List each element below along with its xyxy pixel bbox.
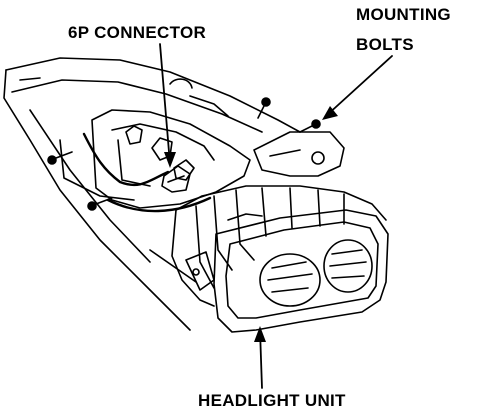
mounting-bolts-label-line2: BOLTS (356, 35, 414, 54)
headlight-unit (171, 185, 389, 333)
mounting-bolt-icon (87, 197, 113, 211)
mounting-bolt-icon (257, 97, 271, 119)
wire-harness (82, 132, 212, 213)
arrowhead-headlight (254, 326, 266, 342)
arrowhead-connector (164, 152, 176, 168)
headlight-unit-label: HEADLIGHT UNIT (198, 391, 346, 410)
mounting-bolt-icon (299, 119, 321, 133)
connector-label: 6P CONNECTOR (68, 23, 207, 42)
frame-bracket (3, 57, 301, 331)
side-stay (253, 131, 345, 177)
mounting-bolts-label-line1: MOUNTING (356, 5, 451, 24)
mounting-bolt-icon (47, 151, 73, 165)
6p-connector (161, 165, 191, 193)
leader-arrows (159, 43, 393, 389)
arrowhead-mounting-bolts (322, 106, 338, 120)
